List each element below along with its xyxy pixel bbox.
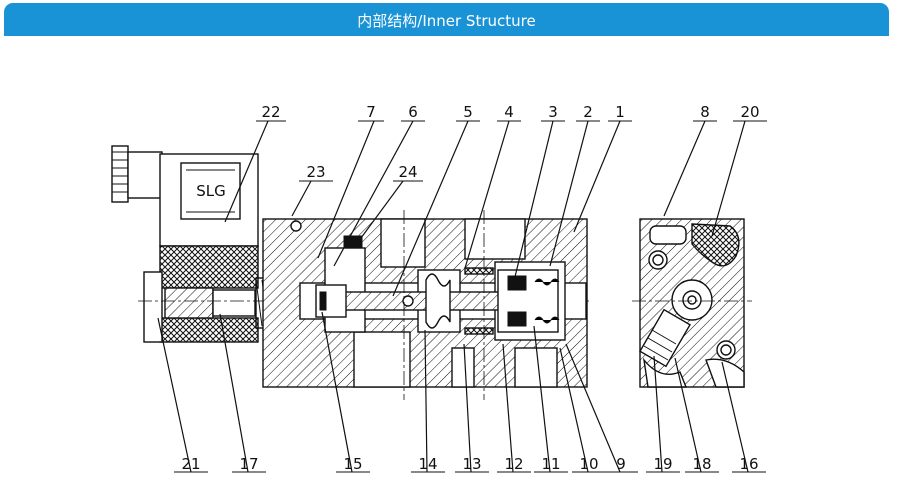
- bottom-callout-numbers: 21 17 15 14 13 12 11 10 9 19 18 16: [181, 455, 758, 473]
- side-section: [632, 218, 752, 388]
- part-20: [691, 223, 740, 267]
- port-bottom-1: [353, 331, 411, 388]
- port-top-2: [464, 218, 526, 260]
- callout-21: 21: [181, 455, 200, 473]
- callout-8: 8: [700, 103, 710, 121]
- callout-4: 4: [504, 103, 514, 121]
- callout-18: 18: [692, 455, 711, 473]
- callout-3: 3: [548, 103, 558, 121]
- diaphragm: [425, 273, 451, 329]
- callout-1: 1: [615, 103, 625, 121]
- callout-2: 2: [583, 103, 593, 121]
- nut: [143, 271, 163, 343]
- header-bar: 内部结构/Inner Structure: [4, 3, 889, 36]
- spool: [339, 291, 501, 311]
- callout-9: 9: [616, 455, 626, 473]
- plunger: [164, 287, 214, 319]
- callout-leaders: [157, 120, 767, 473]
- solenoid-coil: SLG: [111, 145, 590, 343]
- callout-13: 13: [462, 455, 481, 473]
- callout-12: 12: [504, 455, 523, 473]
- callout-7: 7: [366, 103, 376, 121]
- core-tube: [212, 289, 256, 317]
- top-callout-numbers: 22 7 6 5 4 3 2 1 8 20 23 24: [261, 103, 759, 181]
- callout-11: 11: [541, 455, 560, 473]
- callout-20: 20: [740, 103, 759, 121]
- callout-6: 6: [408, 103, 418, 121]
- coil-winding: [159, 245, 259, 289]
- solenoid-label: SLG: [196, 182, 226, 200]
- callout-23: 23: [306, 163, 325, 181]
- callout-16: 16: [739, 455, 758, 473]
- callout-24: 24: [398, 163, 417, 181]
- header-title: 内部结构/Inner Structure: [357, 12, 536, 30]
- piston-seal-top: [507, 275, 527, 291]
- valve-body: [262, 210, 588, 400]
- callout-14: 14: [418, 455, 437, 473]
- port-top-1: [380, 218, 426, 268]
- piston-seal-bottom: [507, 311, 527, 327]
- callout-22: 22: [261, 103, 280, 121]
- callout-5: 5: [463, 103, 473, 121]
- bolt-23: [290, 220, 302, 232]
- callout-10: 10: [579, 455, 598, 473]
- callout-15: 15: [343, 455, 362, 473]
- plug-cap: [111, 145, 129, 203]
- callout-19: 19: [653, 455, 672, 473]
- callout-17: 17: [239, 455, 258, 473]
- part-8: [649, 225, 687, 245]
- port-bottom-2: [514, 347, 558, 388]
